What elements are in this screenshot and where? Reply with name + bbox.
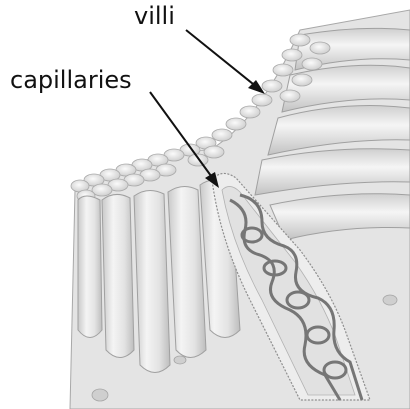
villi-arrow-line: [186, 30, 258, 88]
capillaries-label: capillaries: [10, 68, 132, 92]
villi-label: villi: [134, 4, 175, 28]
